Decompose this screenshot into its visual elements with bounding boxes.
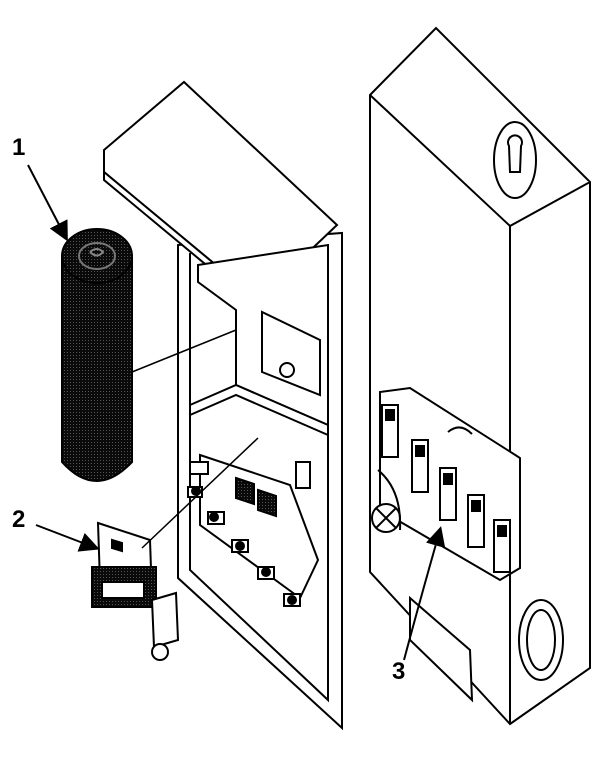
cover-fuse-row <box>371 404 511 573</box>
callout-label-1: 1 <box>12 134 26 161</box>
terminal-bracket-part <box>91 521 180 661</box>
cover-housing <box>369 26 591 726</box>
callout-label-2: 2 <box>12 506 26 533</box>
capacitor-part <box>61 228 133 482</box>
callout-arrow-2 <box>35 524 100 552</box>
callout-arrow-3 <box>403 526 446 661</box>
assembly-leader-lines <box>131 329 259 549</box>
callout-arrow-1 <box>27 164 68 242</box>
callout-arrows <box>27 164 446 661</box>
capacitor-body <box>61 257 133 482</box>
callout-label-3: 3 <box>392 658 406 685</box>
cabinet-box <box>103 80 343 731</box>
cabinet-terminal-strip <box>187 453 320 607</box>
